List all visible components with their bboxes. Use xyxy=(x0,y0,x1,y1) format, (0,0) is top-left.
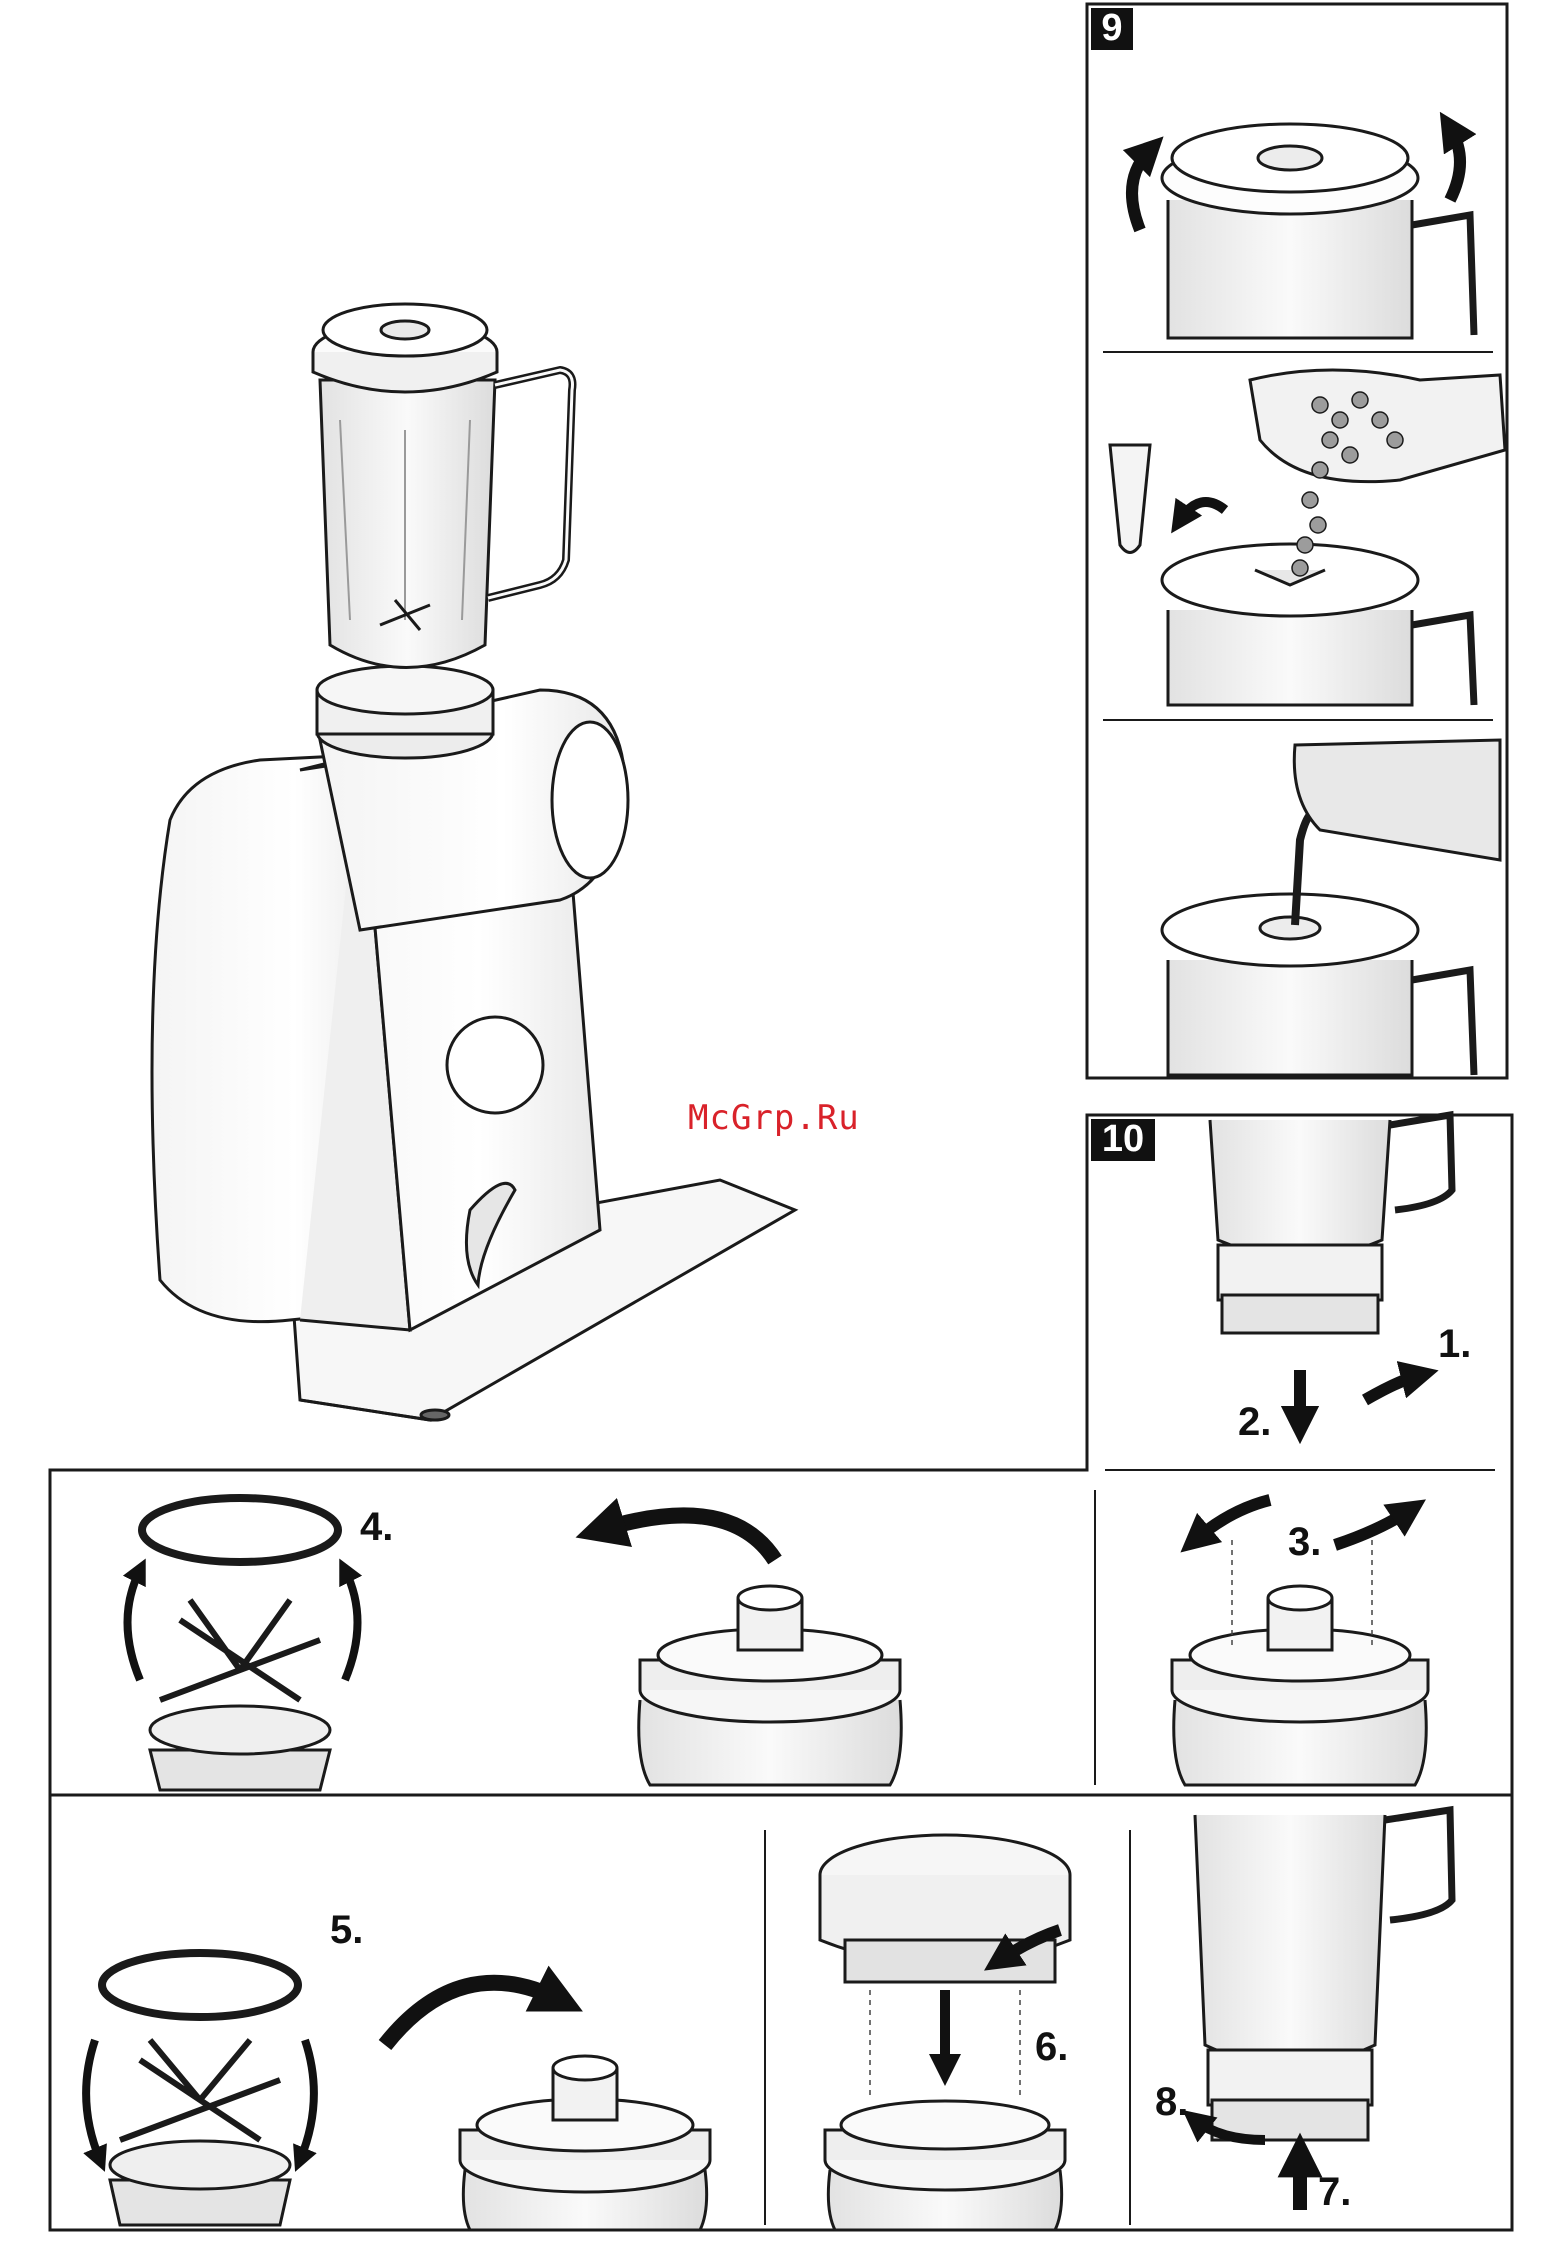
screw-collar-illustration xyxy=(820,1835,1070,2230)
step-label: 1. xyxy=(1438,1322,1471,1367)
watermark: McGrp.Ru xyxy=(688,1098,860,1138)
step-label: 7. xyxy=(1318,2170,1351,2215)
step-label: 2. xyxy=(1238,1400,1271,1445)
step-label: 3. xyxy=(1288,1520,1321,1565)
blade-seal-illustration xyxy=(128,1498,358,1790)
refit-blade-illustration xyxy=(86,1953,710,2230)
step-label: 8. xyxy=(1155,2080,1188,2125)
jar-lid-rotate-illustration xyxy=(1132,124,1474,338)
step-label: 6. xyxy=(1035,2025,1068,2070)
figure-number-badge: 9 xyxy=(1091,8,1133,50)
reattach-jar-illustration xyxy=(1195,1810,1452,2210)
figure-number-badge: 10 xyxy=(1091,1119,1155,1161)
pour-liquid-illustration xyxy=(1162,740,1500,1075)
step-label: 4. xyxy=(360,1505,393,1550)
step-label: 5. xyxy=(330,1908,363,1953)
jar-removal-illustration xyxy=(1210,1115,1452,1425)
remove-ring-illustration xyxy=(600,1515,901,1785)
fill-beans-illustration xyxy=(1110,370,1505,705)
appliance-illustration xyxy=(152,304,795,1420)
